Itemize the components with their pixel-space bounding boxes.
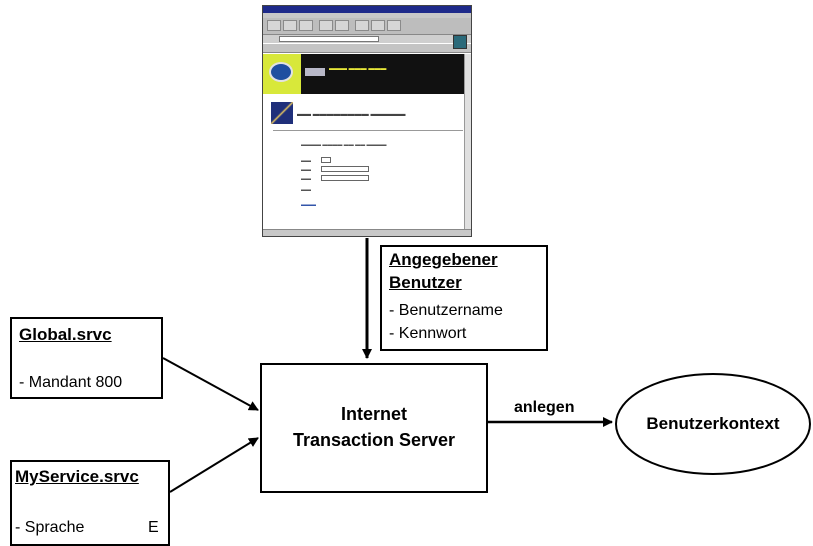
- screenshot-emblem-icon: [269, 62, 293, 82]
- screenshot-menubar: [263, 13, 471, 18]
- screenshot-toolbar: [263, 18, 471, 35]
- global-srvc-title: Global.srvc: [19, 325, 112, 344]
- its-label-line1: Internet: [340, 404, 407, 424]
- global-srvc-box: [10, 317, 163, 399]
- screenshot-titlebar: [263, 6, 471, 13]
- myservice-srvc-title: MyService.srvc: [15, 467, 139, 486]
- user-box-item-username: - Benutzername: [389, 302, 503, 319]
- global-srvc-item-mandant: - Mandant 800: [19, 374, 123, 391]
- arrow-label-anlegen: anlegen: [514, 399, 575, 416]
- arrow-myservice-to-its: [169, 437, 259, 493]
- arrow-global-to-its: [162, 357, 259, 411]
- screenshot-page-emblem-icon: [271, 102, 293, 124]
- context-ellipse-label: Benutzerkontext: [646, 414, 780, 433]
- user-box-title-line1: Angegebener: [389, 250, 498, 269]
- browser-screenshot-image: ▬▬▬ ▬▬▬ ▬▬▬ ▬▬ ▬▬▬▬▬▬▬▬ ▬▬▬▬▬ ▬▬▬▬ ▬▬▬▬ …: [262, 5, 472, 237]
- myservice-item-sprache-value: E: [148, 519, 159, 536]
- user-box-item-password: - Kennwort: [389, 325, 467, 342]
- context-ellipse-shape: [615, 373, 811, 475]
- user-input-box: [380, 245, 548, 351]
- myservice-item-sprache-key: - Sprache: [15, 519, 85, 536]
- its-box: [260, 363, 488, 493]
- screenshot-browser-logo-icon: [453, 35, 467, 49]
- its-label-line2: Transaction Server: [292, 430, 456, 450]
- screenshot-statusbar: [263, 229, 471, 236]
- user-box-title-line2: Benutzer: [389, 273, 462, 292]
